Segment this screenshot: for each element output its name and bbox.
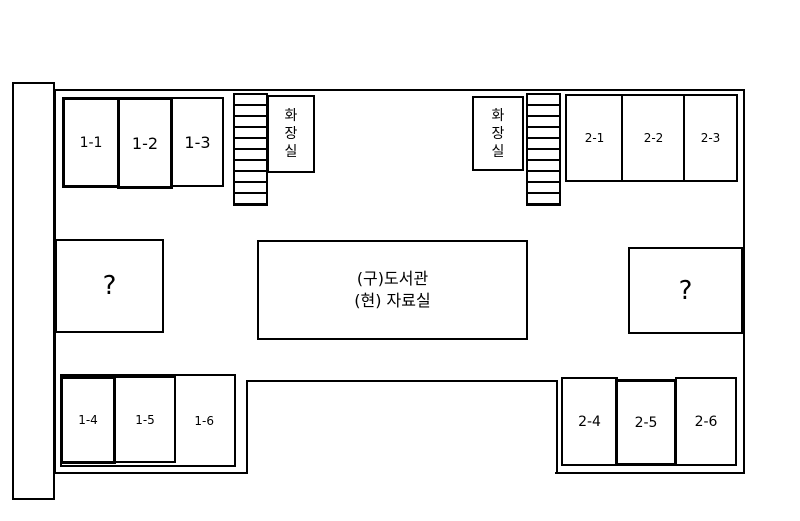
stairs-right [526,93,561,206]
wall-bottom-right [555,472,745,474]
room-1-3[interactable]: 1-3 [171,97,224,187]
toilet-left[interactable]: 화 장 실 [267,95,315,173]
room-1-2[interactable]: 1-2 [117,97,173,189]
notch-right [556,380,558,474]
unknown-room-left[interactable]: ? [55,239,164,333]
stairs-left [233,93,268,206]
room-2-4[interactable]: 2-4 [561,377,618,466]
unknown-room-right[interactable]: ? [628,247,743,334]
wall-right [743,89,745,474]
notch-top [246,380,558,382]
wall-bottom-left [54,472,248,474]
room-2-2[interactable]: 2-2 [621,94,686,182]
room-2-6[interactable]: 2-6 [675,377,737,466]
room-1-1[interactable]: 1-1 [62,97,120,188]
toilet-right[interactable]: 화 장 실 [472,96,524,171]
room-2-5[interactable]: 2-5 [615,379,677,466]
room-1-5[interactable]: 1-5 [114,376,176,463]
room-2-3[interactable]: 2-3 [683,94,738,182]
left-pillar [12,82,55,500]
library-archive-room[interactable]: (구)도서관 (현) 자료실 [257,240,528,340]
room-1-4[interactable]: 1-4 [60,376,116,464]
wall-top [54,89,745,91]
room-2-1[interactable]: 2-1 [565,94,624,182]
notch-left [246,380,248,474]
